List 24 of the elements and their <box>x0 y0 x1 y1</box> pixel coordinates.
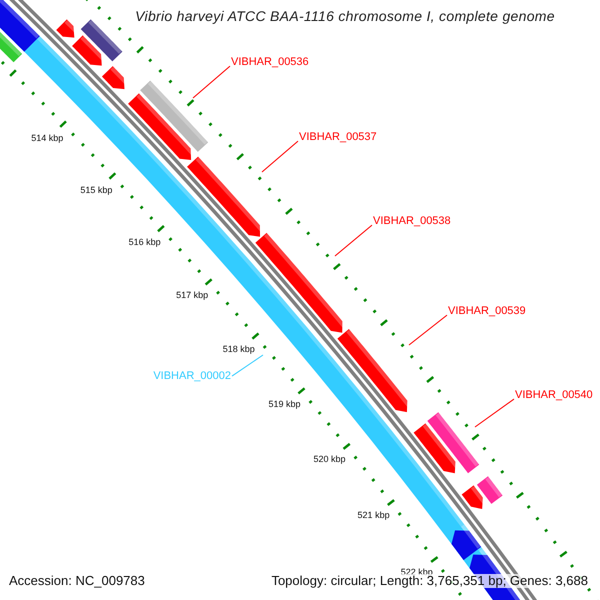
scale-label: 515 kbp <box>80 186 112 196</box>
scale-label: 522 kbp <box>400 568 433 577</box>
leader-line <box>232 354 264 377</box>
accession-label: Accession: NC_009783 <box>9 574 145 588</box>
scale-label: 519 kbp <box>268 400 301 410</box>
gene-label: VIBHAR_00540 <box>515 389 593 402</box>
scale-label: 517 kbp <box>176 291 208 302</box>
leader-line <box>262 140 298 172</box>
scale-label: 520 kbp <box>313 455 346 466</box>
genome-info-label: Topology: circular; Length: 3,765,351 bp; Genes: 3,688 <box>271 574 588 588</box>
gene-label: VIBHAR_00539 <box>448 305 526 318</box>
leader-line <box>408 314 448 346</box>
leader-line <box>192 66 230 98</box>
gene-label: VIBHAR_00002 <box>153 370 231 382</box>
gene-label: VIBHAR_00537 <box>299 131 377 144</box>
title: Vibrio harveyi ATCC BAA-1116 chromosome I, complete genome <box>134 9 556 24</box>
gene-label: VIBHAR_00536 <box>231 56 309 68</box>
scale-label: 521 kbp <box>358 511 390 521</box>
scale-label: 516 kbp <box>128 238 161 248</box>
scale-label: 514 kbp <box>31 134 64 144</box>
gene-label: VIBHAR_00538 <box>373 215 451 228</box>
leader-line <box>474 398 514 428</box>
scale-label: 518 kbp <box>222 345 255 356</box>
leader-line <box>334 224 372 256</box>
